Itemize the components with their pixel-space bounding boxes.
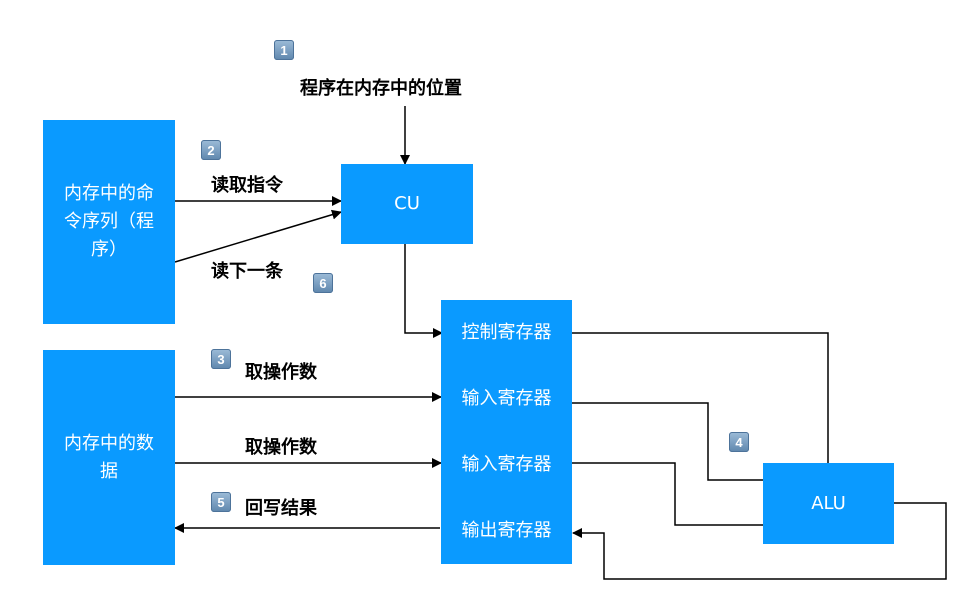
output-register-box: 输出寄存器 (441, 498, 572, 564)
input-register-1-box-label: 输入寄存器 (461, 388, 552, 410)
input-register-2-box-label: 输入寄存器 (461, 454, 552, 476)
fetch-operand-2-label: 取操作数 (245, 437, 317, 458)
input-register-2-box: 输入寄存器 (441, 432, 572, 498)
cu-box: CU (341, 164, 473, 244)
step-3-badge: 3 (211, 349, 231, 369)
fetch-operand-1-label: 取操作数 (245, 362, 317, 383)
memory-data-box-label: 内存中的数据 (64, 432, 154, 482)
cu-box-label: CU (394, 193, 420, 215)
arrow-alu-to-output-register (572, 502, 947, 580)
line-input-register-1-to-alu (572, 402, 763, 481)
output-register-box-label: 输出寄存器 (461, 520, 552, 542)
step-5-badge: 5 (211, 492, 231, 512)
read-instruction-label: 读取指令 (211, 175, 283, 196)
line-control-register-to-alu (572, 332, 829, 463)
write-back-label: 回写结果 (245, 498, 317, 519)
program-location-label: 程序在内存中的位置 (300, 78, 462, 99)
arrow-cu-to-control-register (404, 244, 443, 338)
alu-box-label: ALU (811, 492, 846, 514)
memory-data-box: 内存中的数据 (43, 350, 175, 565)
control-register-box: 控制寄存器 (441, 300, 572, 366)
alu-box: ALU (763, 463, 894, 544)
read-next-label: 读下一条 (211, 261, 283, 282)
line-input-register-2-to-alu (572, 462, 763, 526)
step-2-badge: 2 (201, 140, 221, 160)
step-4-badge: 4 (729, 432, 749, 452)
control-register-box-label: 控制寄存器 (461, 322, 552, 344)
memory-program-box: 内存中的命令序列（程序） (43, 120, 175, 324)
memory-program-box-label: 内存中的命令序列（程序） (64, 183, 154, 260)
step-1-badge: 1 (274, 40, 294, 60)
arrow-read-next (174, 209, 342, 263)
step-6-badge: 6 (313, 273, 333, 293)
input-register-1-box: 输入寄存器 (441, 366, 572, 432)
